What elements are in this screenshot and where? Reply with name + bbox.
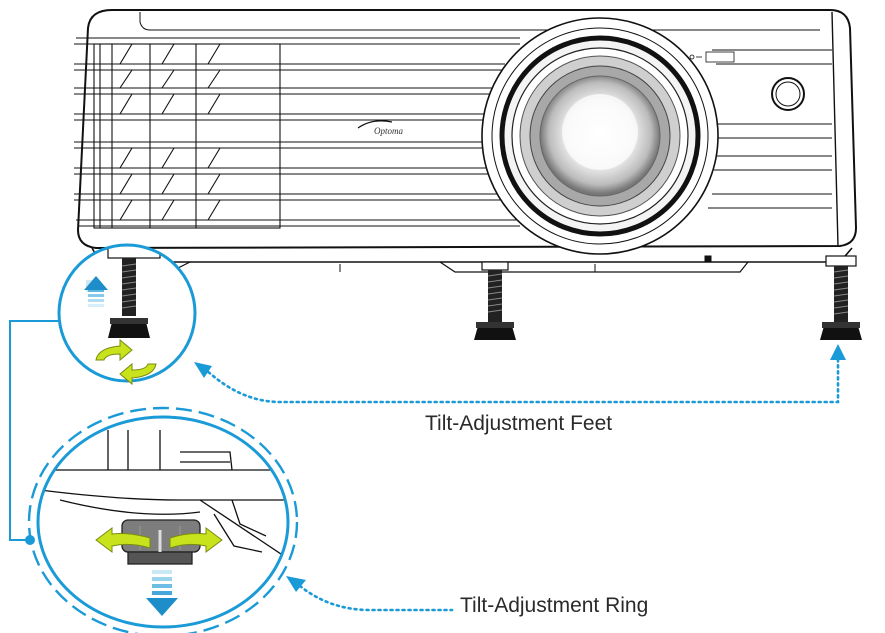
brand-logo: Optoma <box>374 126 403 136</box>
vent-grille <box>74 37 832 227</box>
arrow-down-icon <box>146 570 178 616</box>
ring-leader-line <box>286 576 454 612</box>
projector-body <box>76 9 858 273</box>
right-tilt-foot <box>820 255 862 340</box>
tilt-adjustment-feet-label: Tilt-Adjustment Feet <box>425 412 613 435</box>
tilt-adjustment-ring-label: Tilt-Adjustment Ring <box>460 594 649 617</box>
projector-lens <box>481 17 719 255</box>
feet-leader-line <box>194 344 846 404</box>
bracket-dot <box>25 535 35 545</box>
left-vent <box>93 43 281 229</box>
rotate-arrows-icon <box>95 338 157 386</box>
callout-bracket <box>9 320 59 541</box>
ir-sensor <box>771 77 805 111</box>
ring-zoom-callout <box>27 406 299 633</box>
ring-rotate-arrows-icon <box>95 527 223 553</box>
middle-tilt-foot <box>474 261 516 340</box>
status-indicators <box>689 51 735 63</box>
arrow-up-icon <box>84 276 108 307</box>
feet-zoom-callout <box>57 243 197 383</box>
brand-swoosh <box>357 120 393 129</box>
